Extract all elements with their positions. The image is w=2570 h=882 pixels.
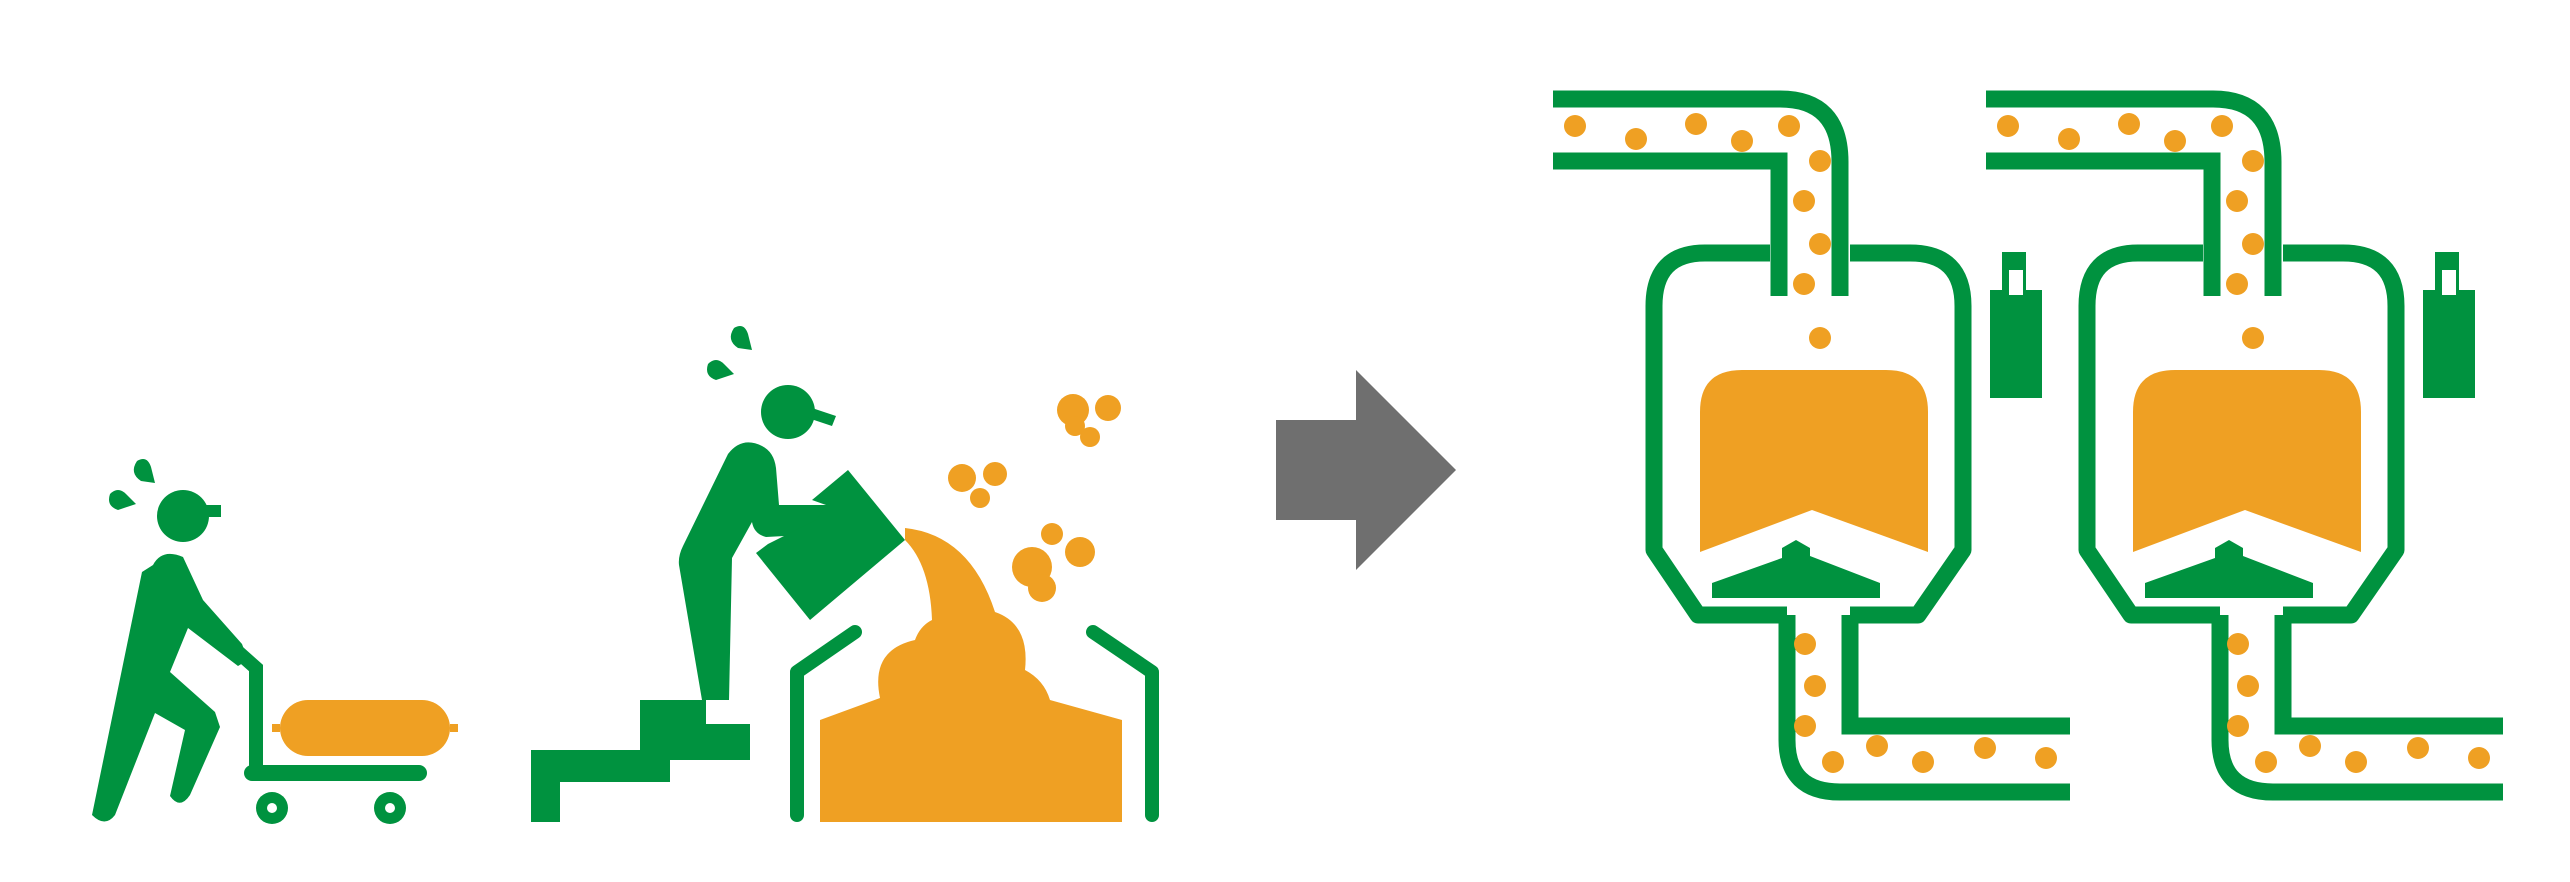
worker-pushing-cart-icon — [92, 459, 458, 824]
worker-pouring-powder-into-hopper-icon — [531, 326, 1159, 822]
vacuum-conveyor-receiver-left-icon — [1553, 99, 2070, 792]
vacuum-conveyor-receiver-right-icon — [1986, 99, 2503, 792]
arrow-right-icon — [1276, 370, 1456, 570]
